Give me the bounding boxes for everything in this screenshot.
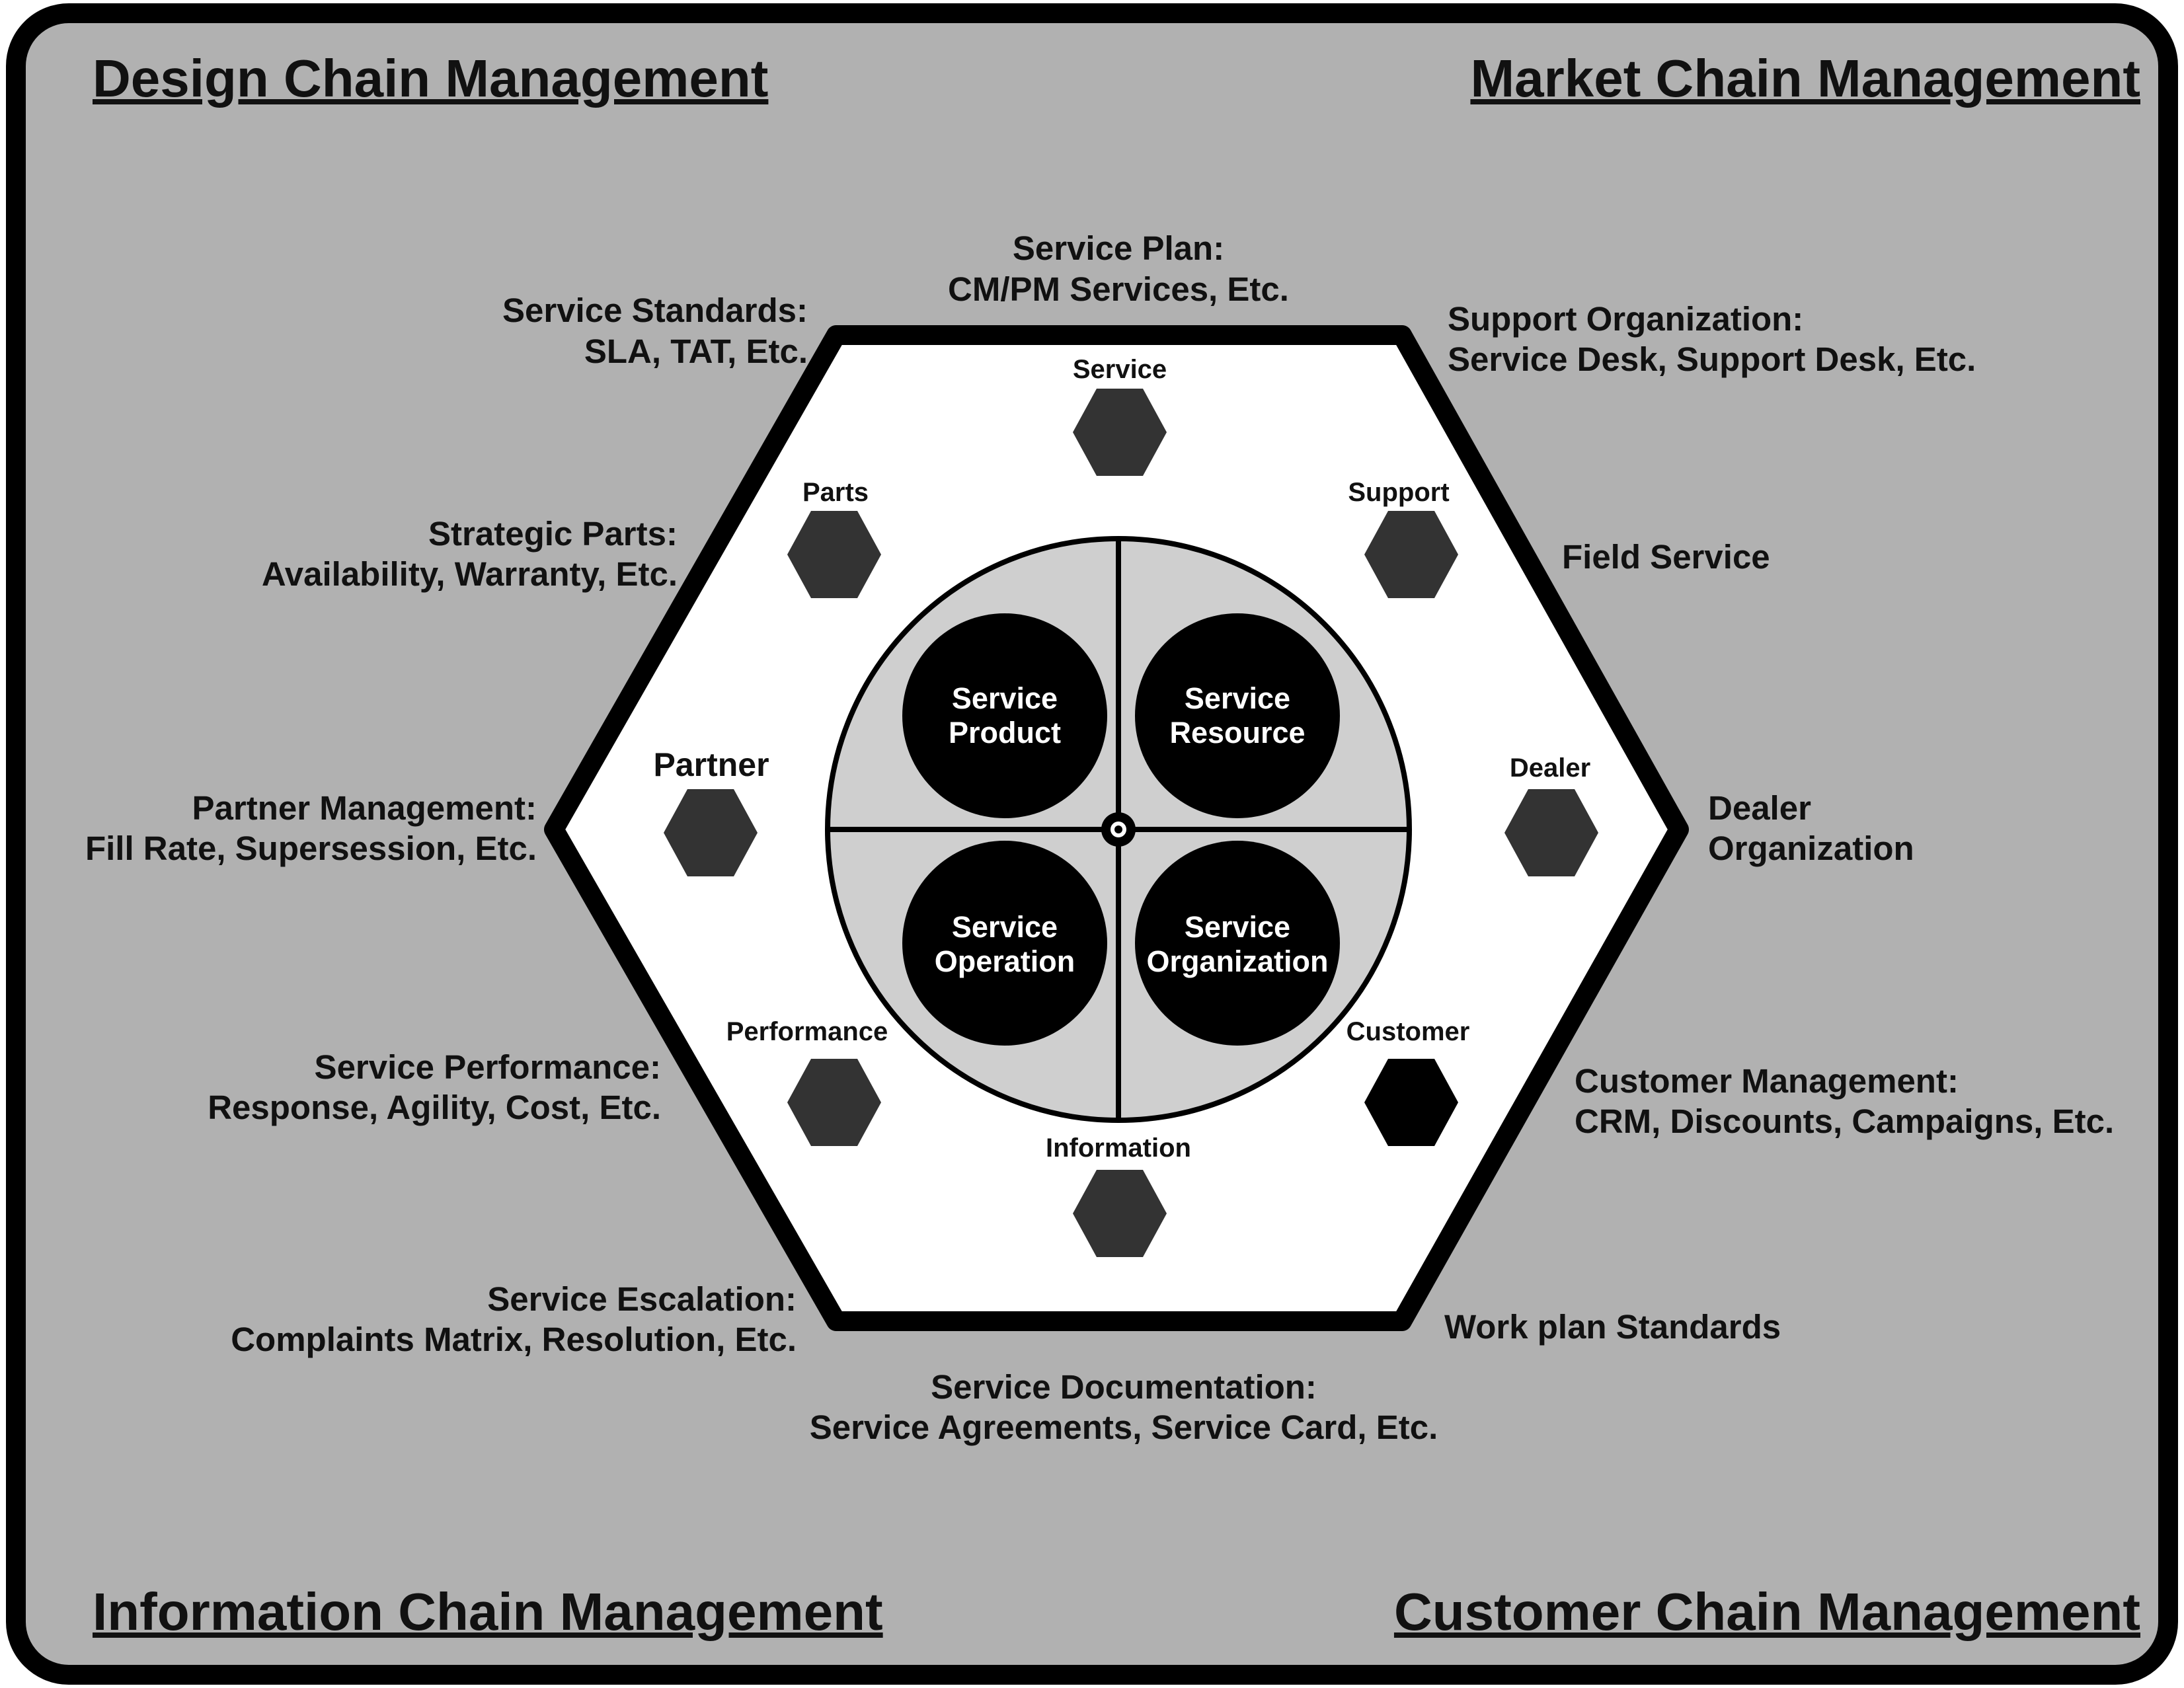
support-organization-title: Support Organization: xyxy=(1448,300,1803,338)
strategic-parts-title: Strategic Parts: xyxy=(428,515,678,553)
service-performance-detail: Response, Agility, Cost, Etc. xyxy=(208,1089,661,1126)
customer-node-hexagon xyxy=(1364,1059,1458,1146)
service-organization-circle xyxy=(1135,841,1340,1046)
strategic-parts-detail: Availability, Warranty, Etc. xyxy=(262,555,678,593)
service-documentation-title: Service Documentation: xyxy=(931,1368,1317,1406)
corner-title-market-chain: Market Chain Management xyxy=(1470,49,2140,108)
service-product-label-2: Product xyxy=(949,716,1061,749)
service-resource-label-2: Resource xyxy=(1169,716,1305,749)
dealer-organization-title: Dealer xyxy=(1708,789,1811,827)
service-escalation-detail: Complaints Matrix, Resolution, Etc. xyxy=(231,1321,797,1358)
support-organization-detail: Service Desk, Support Desk, Etc. xyxy=(1448,340,1976,378)
service-escalation-title: Service Escalation: xyxy=(487,1280,797,1318)
customer-management-title: Customer Management: xyxy=(1575,1062,1959,1100)
service-organization-label-2: Organization xyxy=(1146,944,1328,978)
service-documentation-detail: Service Agreements, Service Card, Etc. xyxy=(810,1408,1438,1446)
information-node-label: Information xyxy=(1046,1133,1191,1163)
dealer-organization-detail: Organization xyxy=(1708,829,1914,867)
service-resource-circle xyxy=(1135,613,1340,818)
service-standards-detail: SLA, TAT, Etc. xyxy=(584,332,808,370)
center-hub-dot xyxy=(1114,825,1122,833)
service-node-label: Service xyxy=(1073,355,1167,384)
service-plan-detail: CM/PM Services, Etc. xyxy=(948,270,1289,308)
partner-management-title: Partner Management: xyxy=(192,789,537,827)
service-node-hexagon xyxy=(1073,389,1167,476)
service-performance-title: Service Performance: xyxy=(315,1048,661,1086)
partner-node-label: Partner xyxy=(653,746,769,783)
work-plan-standards-label: Work plan Standards xyxy=(1444,1308,1781,1346)
partner-management-detail: Fill Rate, Supersession, Etc. xyxy=(85,829,537,867)
performance-node-label: Performance xyxy=(726,1017,888,1046)
service-operation-label: Service xyxy=(952,910,1058,944)
field-service-label: Field Service xyxy=(1562,538,1770,576)
service-product-circle xyxy=(902,613,1107,818)
service-operation-circle xyxy=(902,841,1107,1046)
corner-title-customer-chain: Customer Chain Management xyxy=(1394,1582,2140,1641)
information-node-hexagon xyxy=(1073,1170,1167,1257)
service-product-label: Service xyxy=(952,681,1058,715)
dealer-node-hexagon xyxy=(1504,789,1598,876)
dealer-node-label: Dealer xyxy=(1510,753,1590,783)
partner-node-hexagon xyxy=(664,789,758,876)
service-resource-label: Service xyxy=(1185,681,1290,715)
service-organization-label: Service xyxy=(1185,910,1290,944)
corner-title-information-chain: Information Chain Management xyxy=(93,1582,883,1641)
performance-node-hexagon xyxy=(787,1059,881,1146)
service-standards-title: Service Standards: xyxy=(502,291,808,329)
service-operation-label-2: Operation xyxy=(935,944,1075,978)
corner-title-design-chain: Design Chain Management xyxy=(93,49,768,108)
parts-node-label: Parts xyxy=(802,478,869,507)
support-node-hexagon xyxy=(1364,511,1458,598)
customer-node-label: Customer xyxy=(1346,1017,1470,1046)
support-node-label: Support xyxy=(1348,478,1449,507)
parts-node-hexagon xyxy=(787,511,881,598)
customer-management-detail: CRM, Discounts, Campaigns, Etc. xyxy=(1575,1102,2114,1140)
service-plan-title: Service Plan: xyxy=(1013,229,1224,267)
